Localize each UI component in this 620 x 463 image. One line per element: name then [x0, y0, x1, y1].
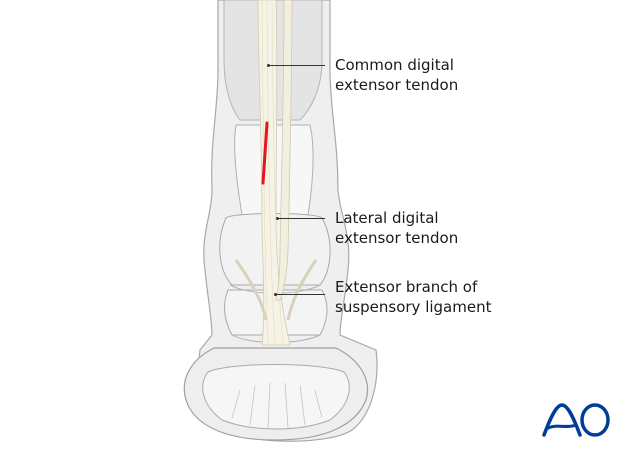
incision-line [261, 121, 269, 185]
label-extensor-branch-suspensory: Extensor branch of suspensory ligament [335, 277, 491, 317]
label-line: Extensor branch of [335, 278, 478, 296]
label-lateral-digital-extensor: Lateral digital extensor tendon [335, 208, 458, 248]
label-line: Common digital [335, 56, 454, 74]
label-line: extensor tendon [335, 229, 459, 247]
label-line: Lateral digital [335, 209, 439, 227]
label-line: extensor tendon [335, 76, 459, 94]
ao-logo [542, 403, 610, 437]
leader-line [268, 65, 325, 66]
leader-line [275, 294, 325, 295]
leader-line [277, 218, 325, 219]
label-line: suspensory ligament [335, 298, 492, 316]
label-common-digital-extensor: Common digital extensor tendon [335, 55, 458, 95]
